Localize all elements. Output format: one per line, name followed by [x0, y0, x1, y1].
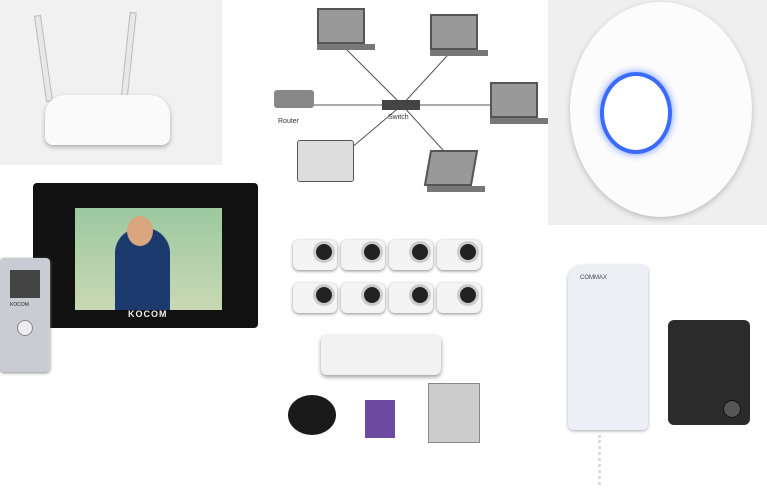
dvr-box [321, 335, 441, 375]
power-box [428, 383, 480, 443]
router-icon [274, 90, 314, 108]
door-station-brand: KOCOM [10, 302, 29, 308]
printer-icon [297, 140, 354, 182]
laptop-icon [317, 8, 375, 50]
router-label: Router [278, 118, 300, 125]
laptop-icon [423, 150, 485, 192]
handset-brand: COMMAX [580, 275, 607, 281]
laptop-icon [430, 14, 488, 56]
cctv-kit-image [283, 235, 497, 445]
cable-reel [288, 395, 336, 435]
wifi-router-image [0, 0, 222, 165]
monitor-screen [75, 208, 222, 310]
network-diagram: Router Switch [262, 0, 548, 195]
door-speaker [668, 320, 750, 425]
door-station: KOCOM [0, 258, 50, 372]
monitor-brand: KOCOM [128, 309, 168, 319]
video-intercom-monitor: KOCOM [33, 183, 258, 328]
hard-drive [365, 400, 395, 438]
switch-label: Switch [388, 114, 409, 121]
laptop-icon [490, 82, 548, 124]
switch-icon [382, 100, 420, 110]
access-point-image [548, 0, 767, 225]
intercom-handset: COMMAX [568, 265, 648, 485]
